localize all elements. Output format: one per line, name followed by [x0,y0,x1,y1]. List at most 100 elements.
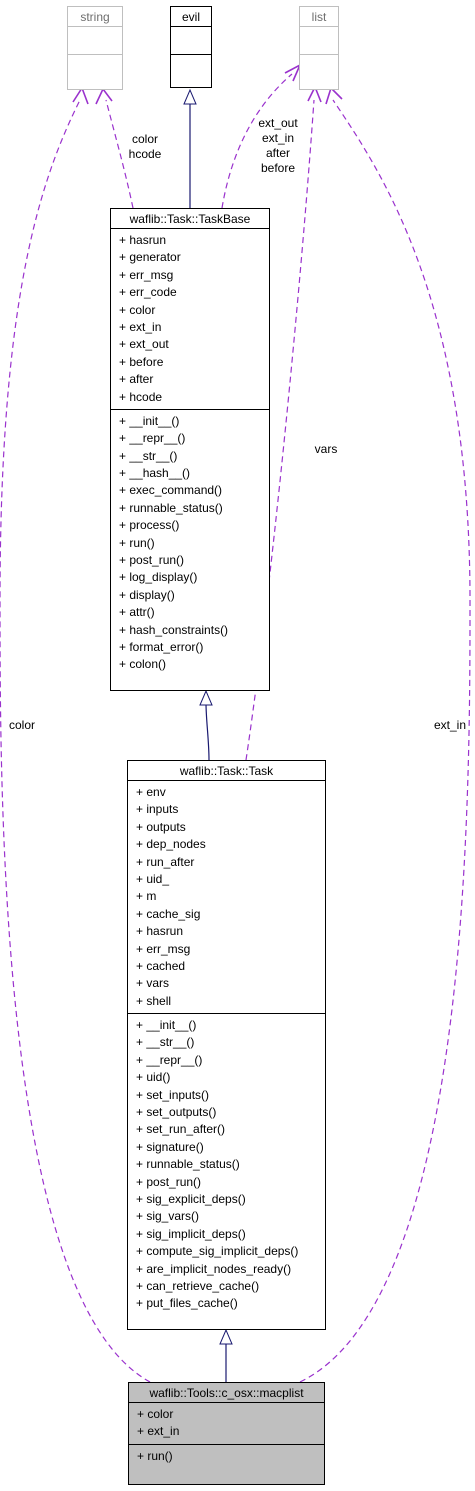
inherit-arrow-task [219,1328,233,1345]
class-list[interactable]: list [299,6,339,90]
method: + runnable_status() [136,1157,240,1172]
method: + log_display() [119,570,198,585]
method: + __init__() [136,1018,197,1033]
edge-label-macplist-list: ext_in [428,718,472,733]
class-evil[interactable]: evil [170,6,212,88]
class-string-methods [68,55,122,83]
attribute: + shell [136,993,172,1008]
method: + attr() [119,605,155,620]
class-taskbase-methods: + __init__() + __repr__() + __str__() + … [111,410,269,677]
attribute: + vars [136,976,170,991]
attribute: + err_msg [119,267,174,282]
attribute: + hcode [119,389,163,404]
class-taskbase[interactable]: waflib::Task::TaskBase + hasrun + genera… [110,208,270,691]
method: + uid() [136,1070,171,1085]
method: + set_run_after() [136,1122,226,1137]
edge-label-text: ext_out [258,116,298,130]
method: + __repr__() [136,1052,203,1067]
method: + sig_vars() [136,1209,200,1224]
usage-task-list [245,99,315,761]
method: + __hash__() [119,466,191,481]
inherit-task-taskbase [205,702,210,761]
edge-label-text: before [260,161,296,175]
class-macplist-methods: + run() [129,1445,324,1468]
class-list-attributes [300,27,338,55]
method: + run() [119,535,155,550]
method: + __str__() [119,448,178,463]
edge-label-text: color [131,132,158,146]
class-macplist-attributes: + color + ext_in [129,1403,324,1445]
class-task-methods: + __init__() + __str__() + __repr__() + … [128,1014,325,1316]
class-task-attributes: + env + inputs + outputs + dep_nodes + r… [128,781,325,1015]
attribute: + hasrun [136,924,184,939]
method: + colon() [119,657,167,672]
class-macplist-title: waflib::Tools::c_osx::macplist [129,1383,324,1403]
method: + run() [137,1448,173,1463]
method: + __str__() [136,1035,195,1050]
method: + are_implicit_nodes_ready() [136,1261,292,1276]
attribute: + ext_in [137,1424,180,1439]
method: + signature() [136,1139,204,1154]
attribute: + err_msg [136,941,191,956]
method: + post_run() [119,553,185,568]
method: + __init__() [119,413,180,428]
attribute: + cache_sig [136,906,201,921]
usage-macplist-list [299,99,471,1383]
class-list-methods [300,55,338,83]
attribute: + inputs [136,802,179,817]
attribute: + run_after [136,854,195,869]
edge-label-text: color [8,718,35,732]
edge-label-task-list: vars [306,442,346,457]
class-evil-title: evil [171,7,211,27]
edge-label-taskbase-list: ext_out ext_in after before [250,116,306,176]
method: + process() [119,518,180,533]
method: + put_files_cache() [136,1296,238,1311]
attribute: + err_code [119,285,177,300]
class-list-title: list [300,7,338,27]
attribute: + ext_out [119,337,169,352]
method: + exec_command() [119,483,223,498]
attribute: + generator [119,250,181,265]
attribute: + before [119,354,164,369]
class-evil-methods [171,55,211,83]
class-evil-attributes [171,27,211,55]
attribute: + hasrun [119,233,167,247]
method: + set_inputs() [136,1087,210,1102]
inherit-arrow-evil [183,88,197,105]
method: + sig_explicit_deps() [136,1191,246,1206]
method: + hash_constraints() [119,622,229,637]
class-taskbase-attributes: + hasrun + generator + err_msg + err_cod… [111,229,269,410]
class-string-title: string [68,7,122,27]
attribute: + cached [136,958,186,973]
usage-arrow-taskbase-list [284,63,302,82]
class-task[interactable]: waflib::Task::Task + env + inputs + outp… [127,760,326,1330]
attribute: + uid_ [136,871,170,886]
class-string-attributes [68,27,122,55]
method: + compute_sig_implicit_deps() [136,1244,299,1259]
method: + runnable_status() [119,500,223,515]
edge-label-text: ext_in [261,131,295,145]
edge-label-text: hcode [128,147,162,161]
method: + display() [119,587,175,602]
class-string[interactable]: string [67,6,123,90]
class-task-title: waflib::Task::Task [128,761,325,781]
attribute: + color [137,1407,174,1421]
method: + can_retrieve_cache() [136,1278,260,1293]
attribute: + env [136,785,166,799]
edge-label-text: after [265,146,290,160]
edge-label-text: vars [314,442,338,456]
method: + sig_implicit_deps() [136,1226,246,1241]
edge-label-macplist-string: color [2,718,42,733]
method: + __repr__() [119,431,186,446]
usage-taskbase-string [105,99,134,209]
usage-macplist-string [0,99,151,1383]
attribute: + ext_in [119,319,162,334]
class-taskbase-title: waflib::Task::TaskBase [111,209,269,229]
usage-taskbase-list [221,73,293,209]
attribute: + outputs [136,819,186,834]
attribute: + dep_nodes [136,837,206,852]
edge-label-taskbase-string: color hcode [118,132,172,162]
inherit-arrow-taskbase [199,689,213,706]
class-macplist[interactable]: waflib::Tools::c_osx::macplist + color +… [128,1382,325,1485]
